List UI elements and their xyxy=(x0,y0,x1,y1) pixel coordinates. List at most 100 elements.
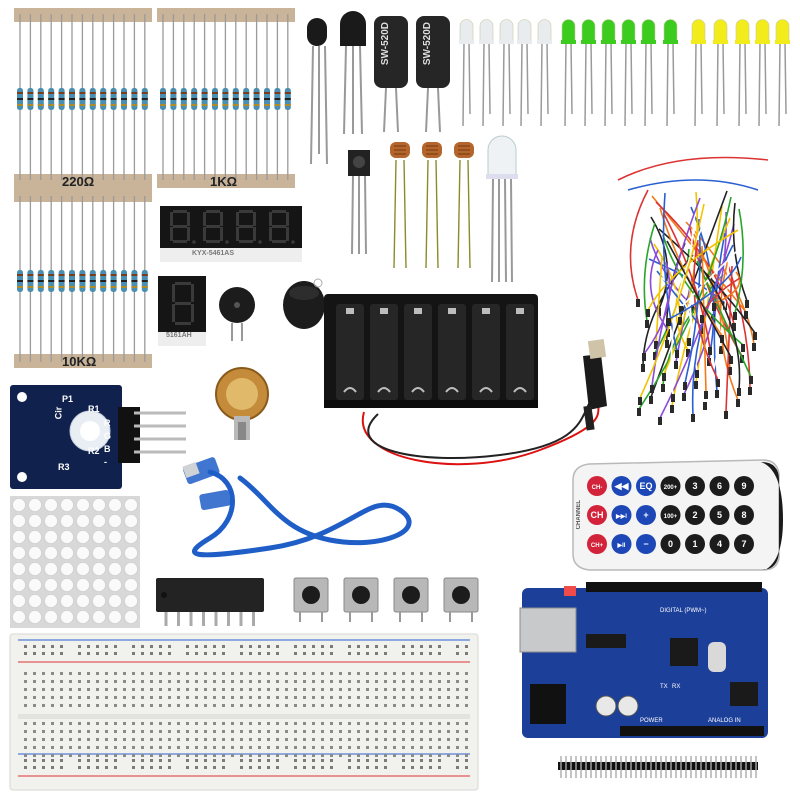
seg-segment xyxy=(170,227,173,241)
digital-header xyxy=(586,582,762,592)
led-yellow xyxy=(691,19,706,43)
remote-key xyxy=(709,505,730,525)
remote-key-label: 0 xyxy=(668,539,673,549)
matrix-dot xyxy=(124,530,138,544)
seg-segment xyxy=(239,225,253,228)
led-green xyxy=(561,19,576,43)
remote-key xyxy=(587,534,607,554)
seg-segment xyxy=(187,227,190,241)
remote-key-label: + xyxy=(643,510,648,520)
jumper-wire xyxy=(734,208,744,314)
matrix-dot xyxy=(108,498,122,512)
seg-segment xyxy=(175,322,191,325)
atmega-chip xyxy=(670,638,698,666)
seg-segment xyxy=(220,212,223,226)
remote-key xyxy=(611,505,632,525)
rgb-module-r1: R1 xyxy=(88,404,100,414)
matrix-dot xyxy=(12,530,26,544)
matrix-dot xyxy=(124,594,138,608)
ir-receiver-top xyxy=(307,18,328,165)
remote-key xyxy=(660,534,681,554)
remote-key-label: ▶II xyxy=(617,542,626,549)
remote-key xyxy=(685,505,705,525)
remote-key-label: 7 xyxy=(741,539,746,549)
remote-key-label: ▶▶I xyxy=(615,513,627,520)
remote-key xyxy=(734,534,754,554)
remote-key-label: 1 xyxy=(692,539,697,549)
matrix-dot xyxy=(12,562,26,576)
usb-b-port xyxy=(519,607,577,653)
matrix-dot xyxy=(124,562,138,576)
arduino-silk-label: RX xyxy=(672,684,680,690)
led-yellow xyxy=(775,19,790,43)
capacitor xyxy=(617,695,639,717)
seg-segment xyxy=(172,284,175,302)
capacitor xyxy=(595,695,617,717)
seg-segment xyxy=(175,282,191,285)
rgb-module-pin-g: G xyxy=(104,431,112,441)
remote-key xyxy=(636,534,656,554)
jumper-wire xyxy=(663,191,699,375)
jumper-wire xyxy=(666,240,732,358)
jumper-wire xyxy=(663,213,711,349)
push-button-cap xyxy=(452,586,470,604)
matrix-dot xyxy=(124,514,138,528)
tilt-switch-label-1: SW-520D xyxy=(380,22,391,66)
ir-receiver xyxy=(348,150,370,255)
seg-segment xyxy=(239,240,253,243)
matrix-dot xyxy=(76,498,90,512)
push-button-cap xyxy=(352,586,370,604)
arduino-pcb xyxy=(522,588,768,738)
matrix-dot xyxy=(92,562,106,576)
matrix-dot xyxy=(76,530,90,544)
matrix-dot xyxy=(60,546,74,560)
seg-segment xyxy=(203,212,206,226)
remote-key-label: 3 xyxy=(692,481,697,491)
active-buzzer xyxy=(283,278,325,329)
matrix-dot xyxy=(12,514,26,528)
matrix-dot xyxy=(76,546,90,560)
seg-segment xyxy=(206,225,220,228)
remote-key-label: 100+ xyxy=(664,514,678,520)
remote-key xyxy=(709,476,730,496)
matrix-dot xyxy=(44,546,58,560)
remote-key xyxy=(611,476,632,496)
matrix-dot xyxy=(92,514,106,528)
jumper-wire xyxy=(662,234,744,346)
resistor-label-10k: 10KΩ xyxy=(62,354,97,369)
push-button-cap xyxy=(302,586,320,604)
matrix-dot xyxy=(76,578,90,592)
remote-key xyxy=(660,476,681,496)
matrix-dot xyxy=(28,610,42,624)
led-yellow xyxy=(713,19,728,43)
remote-key-label: CH+ xyxy=(591,543,604,549)
remote-key-label: 4 xyxy=(717,539,722,549)
dc-jack xyxy=(530,684,566,724)
arduino-silk-label: ANALOG IN xyxy=(708,718,741,724)
dc-barrel-plug xyxy=(583,338,607,431)
arduino-silk-label: DIGITAL (PWM~) xyxy=(660,608,707,614)
rgb-module-pin-b: B xyxy=(104,444,111,454)
matrix-dot xyxy=(28,514,42,528)
jumper-wire xyxy=(713,271,741,305)
rgb-module-pin-gnd: - xyxy=(104,457,107,467)
pin-header-body xyxy=(558,762,758,770)
seg-segment xyxy=(253,212,256,226)
seg-segment xyxy=(187,212,190,226)
remote-key xyxy=(734,476,754,496)
matrix-dot xyxy=(76,562,90,576)
battery-slot xyxy=(336,304,364,400)
potentiometer xyxy=(215,367,269,440)
rgb-module-r3: R3 xyxy=(58,462,70,472)
matrix-dot xyxy=(12,610,26,624)
seg-segment xyxy=(253,227,256,241)
seg-segment xyxy=(269,212,272,226)
battery-slot xyxy=(472,304,500,400)
matrix-dot xyxy=(76,514,90,528)
matrix-dot xyxy=(108,562,122,576)
remote-key xyxy=(611,534,632,554)
battery-slot xyxy=(438,304,466,400)
jumper-wire xyxy=(639,203,705,399)
matrix-dot xyxy=(76,610,90,624)
led-yellow xyxy=(735,19,750,43)
